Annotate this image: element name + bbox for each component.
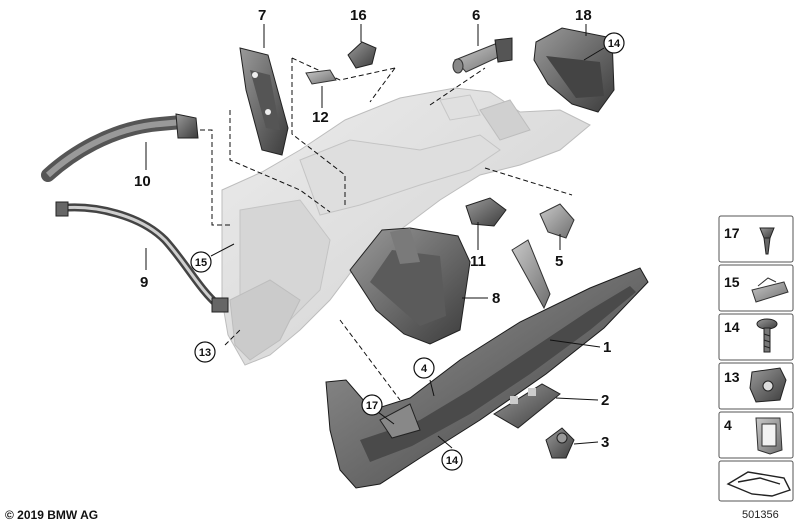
circle-callout-13: 13 — [194, 341, 216, 363]
part-5-holder — [539, 203, 575, 239]
part-9-tube — [55, 201, 229, 313]
legend-item-arrow — [718, 460, 794, 502]
part-1-lid — [325, 239, 649, 489]
circle-callout-15: 15 — [190, 251, 212, 273]
callout-16: 16 — [350, 7, 367, 24]
callout-2: 2 — [601, 392, 609, 409]
svg-text:4: 4 — [421, 363, 428, 375]
u-clip-icon — [755, 417, 783, 455]
svg-text:15: 15 — [195, 257, 207, 269]
callout-8: 8 — [492, 290, 500, 307]
part-12-clip — [305, 69, 337, 85]
legend-item-15: 15 — [718, 264, 794, 312]
part-7-bracket — [239, 47, 289, 156]
legend-item-14: 14 — [718, 313, 794, 361]
circle-callout-14-bottom: 14 — [441, 449, 463, 471]
legend-number-4: 4 — [724, 417, 732, 433]
legend-item-17: 17 — [718, 215, 794, 263]
circle-callout-17: 17 — [361, 394, 383, 416]
push-rivet-icon — [759, 227, 775, 255]
copyright-text: © 2019 BMW AG — [5, 508, 99, 522]
diagram-number: 501356 — [742, 509, 779, 521]
callout-9: 9 — [140, 274, 148, 291]
svg-text:13: 13 — [199, 347, 211, 359]
collar-screw-icon — [756, 318, 778, 353]
leader-lines — [145, 24, 605, 449]
svg-text:14: 14 — [608, 38, 621, 50]
part-8-tray — [349, 227, 471, 345]
callout-11: 11 — [470, 253, 486, 270]
part-10-hose — [41, 113, 199, 182]
svg-text:14: 14 — [446, 455, 459, 467]
callout-7: 7 — [258, 7, 266, 24]
svg-text:17: 17 — [366, 400, 378, 412]
callout-12: 12 — [312, 109, 329, 126]
legend-number-15: 15 — [724, 274, 740, 290]
circled-callouts: 14 15 13 4 17 14 — [190, 32, 625, 471]
legend-number-17: 17 — [724, 225, 740, 241]
legend-number-14: 14 — [724, 319, 740, 335]
callout-labels: 7 16 6 18 12 10 9 11 5 8 1 2 3 — [134, 7, 611, 451]
callout-5: 5 — [555, 253, 563, 270]
part-6-tube — [452, 37, 513, 74]
glove-box-housing — [221, 87, 591, 366]
spring-clip-icon — [751, 277, 789, 303]
legend-item-13: 13 — [718, 362, 794, 410]
callout-3: 3 — [601, 434, 609, 451]
callout-10: 10 — [134, 173, 151, 190]
legend-panel: 17 15 14 — [718, 215, 794, 502]
callout-18: 18 — [575, 7, 592, 24]
part-18-cover — [533, 27, 615, 113]
dashed-leaders — [200, 57, 573, 401]
part-2-latch — [493, 383, 561, 429]
part-16-holder — [347, 41, 377, 69]
part-11-insert — [465, 197, 507, 227]
clip-nut-icon — [749, 367, 787, 403]
callout-1: 1 — [603, 339, 611, 356]
callout-6: 6 — [472, 7, 480, 24]
legend-item-4: 4 — [718, 411, 794, 459]
circle-callout-4: 4 — [413, 357, 435, 379]
arrow-symbol-icon — [726, 471, 791, 497]
circle-callout-14-top: 14 — [603, 32, 625, 54]
part-3-lock — [545, 427, 575, 459]
legend-number-13: 13 — [724, 369, 740, 385]
